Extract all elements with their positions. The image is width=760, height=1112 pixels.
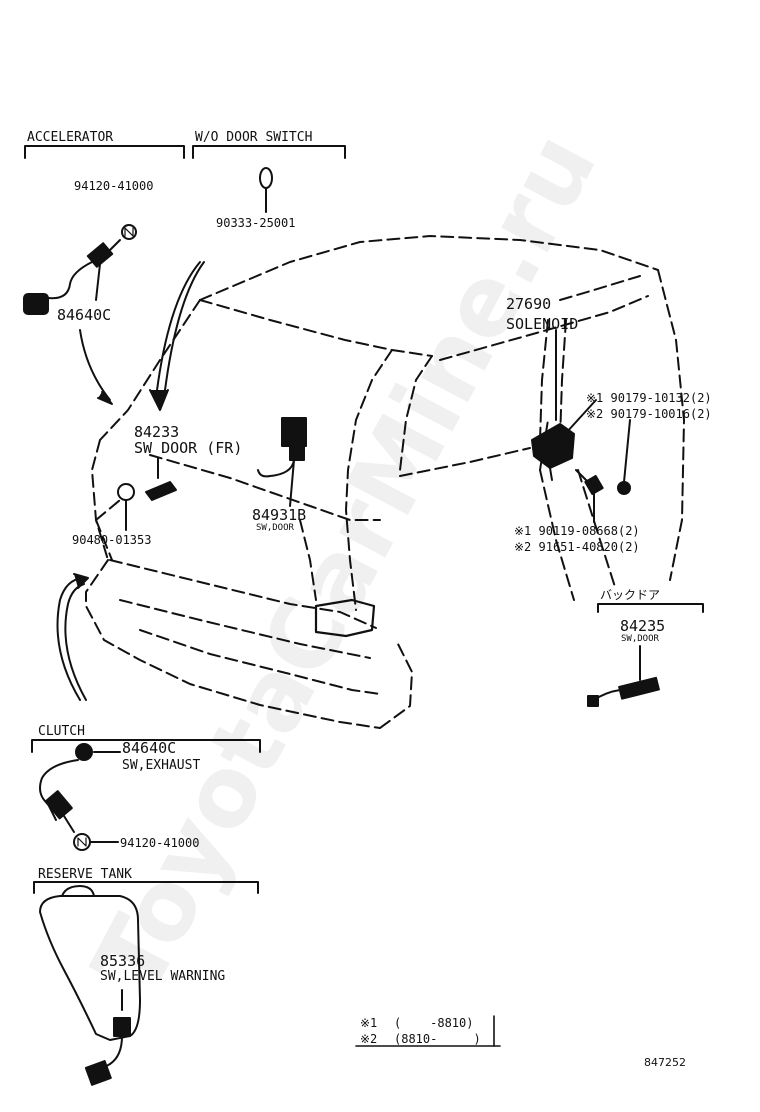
- part-84640c-clutch-desc: SW,EXHAUST: [122, 758, 201, 773]
- part-84233-desc: SW DOOR (FR): [134, 439, 243, 457]
- section-back-door: バックドア: [600, 588, 661, 602]
- solenoid-drawing: [531, 329, 631, 523]
- back-door-bracket: [597, 603, 704, 613]
- sw-door-fr-drawing: [117, 457, 177, 531]
- part-27690-desc: SOLENOID: [506, 315, 579, 333]
- figure-id: 847252: [644, 1056, 686, 1069]
- part-85336: 85336: [100, 952, 146, 970]
- section-reserve-tank: RESERVE TANK: [38, 867, 132, 882]
- sw-door-84235-drawing: [587, 645, 660, 707]
- rear-lamp: [314, 598, 376, 638]
- legend-row2-range: (8810- ): [394, 1032, 481, 1046]
- part-84233: 84233: [134, 423, 180, 441]
- part-90119: ※1 90119-08668(2): [514, 524, 640, 538]
- part-94120-clutch: 94120-41000: [120, 836, 200, 850]
- section-wo-door-switch: W/O DOOR SWITCH: [195, 130, 313, 145]
- clutch-bracket: [31, 739, 261, 753]
- part-90333: 90333-25001: [216, 216, 296, 230]
- part-84235: 84235: [620, 617, 666, 635]
- accelerator-switch-drawing: [23, 224, 137, 315]
- part-84235-desc: SW,DOOR: [621, 634, 659, 644]
- legend-row1-range: ( -8810): [394, 1016, 474, 1030]
- vehicle-outline: [85, 235, 685, 729]
- part-84931b-desc: SW,DOOR: [256, 523, 294, 533]
- part-85336-desc: SW,LEVEL WARNING: [100, 969, 226, 984]
- legend-row2-mark: ※2: [360, 1032, 378, 1046]
- accelerator-bracket: [24, 145, 185, 159]
- part-84640c-clutch: 84640C: [122, 739, 177, 757]
- reserve-tank-drawing: [39, 885, 141, 1086]
- part-27690: 27690: [506, 295, 552, 313]
- part-90179-a: ※1 90179-10132(2): [586, 391, 712, 405]
- legend-row1-mark: ※1: [360, 1016, 378, 1030]
- bulb-90333-drawing: [259, 167, 273, 213]
- part-90480: 90480-01353: [72, 533, 152, 547]
- clutch-switch-drawing: [39, 743, 121, 851]
- wo-door-switch-bracket: [192, 145, 346, 159]
- section-clutch: CLUTCH: [38, 724, 85, 739]
- sw-door-84931b-drawing: [257, 417, 307, 507]
- part-90179-b: ※2 90179-10016(2): [586, 407, 712, 421]
- part-84931b: 84931B: [252, 506, 307, 524]
- legend-bracket: [355, 1015, 501, 1047]
- pointer-arrows: [56, 261, 205, 701]
- reserve-tank-bracket: [33, 881, 259, 894]
- part-94120-top: 94120-41000: [74, 179, 154, 193]
- section-accelerator: ACCELERATOR: [27, 130, 114, 145]
- part-84640c-top: 84640C: [57, 306, 112, 324]
- part-91651: ※2 91651-40820(2): [514, 540, 640, 554]
